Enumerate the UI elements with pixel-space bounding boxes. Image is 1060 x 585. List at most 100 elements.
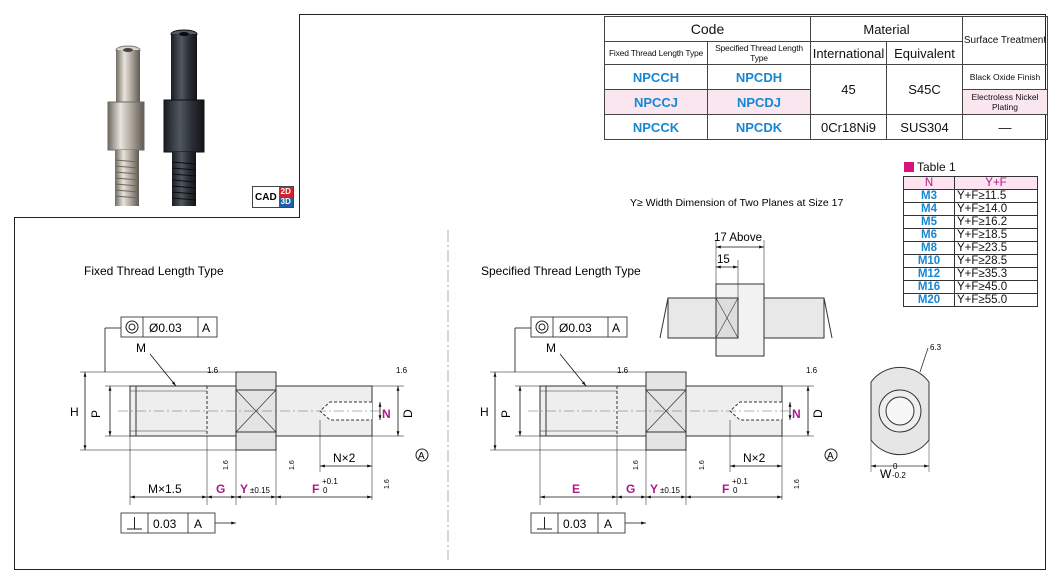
- concentricity-datum-left: A: [202, 321, 210, 335]
- code-npcdj: NPCDJ: [707, 89, 811, 115]
- dim-f-tol-top-left: +0.1: [322, 477, 338, 486]
- table1-header-n: N: [903, 176, 955, 190]
- table1-title-text: Table 1: [917, 160, 956, 174]
- datum-a-left: A: [418, 451, 425, 462]
- dim-f-tol-bot-left: 0: [323, 486, 328, 495]
- dim-p-left: P: [89, 410, 103, 418]
- fixed-pin-drawing: [118, 371, 384, 451]
- dim-mx15-left: M×1.5: [148, 482, 182, 496]
- table1-cell-n: M6: [903, 228, 955, 242]
- rough-right-1: 1.6: [617, 366, 629, 375]
- rough-left-3: 1.6: [223, 460, 230, 470]
- dim-y-right: Y: [650, 482, 658, 496]
- dim-p-right: P: [499, 410, 513, 418]
- right-title: Specified Thread Length Type: [481, 264, 641, 278]
- flats-detail-view: [659, 283, 833, 357]
- specified-pin-dimensions: [490, 327, 814, 525]
- cad-2d-label: 2D: [278, 187, 293, 197]
- dim-g-left: G: [216, 482, 225, 496]
- dim-y-left: Y: [240, 482, 248, 496]
- rough-left-5: 1.6: [384, 479, 391, 489]
- surface-black-oxide: Black Oxide Finish: [962, 64, 1048, 90]
- dim-17-above: 17 Above: [714, 232, 762, 244]
- dim-m-left: M: [136, 341, 146, 355]
- end-view: [870, 347, 930, 472]
- perpendicularity-value-left: 0.03: [153, 517, 177, 531]
- product-photo: [107, 29, 205, 206]
- dim-w-tol-top: 0: [893, 462, 898, 471]
- code-npccj: NPCCJ: [604, 89, 708, 115]
- dim-f-left: F: [312, 482, 319, 496]
- rough-left-1: 1.6: [207, 366, 219, 375]
- table1-cell-n: M20: [903, 293, 955, 307]
- cad-badge[interactable]: CAD 2D 3D: [252, 186, 294, 208]
- left-title: Fixed Thread Length Type: [84, 264, 224, 278]
- datum-a-marker-right: [824, 448, 838, 462]
- table1-cell-yf: Y+F≥55.0: [954, 293, 1038, 307]
- code-npcch: NPCCH: [604, 64, 708, 90]
- dim-n-left: N: [382, 407, 391, 421]
- dim-15: 15: [717, 254, 730, 266]
- perpendicularity-frame-left: 0.03 A: [120, 512, 216, 534]
- concentricity-value-right: Ø0.03: [559, 321, 592, 335]
- dim-m-right: M: [546, 341, 556, 355]
- equivalent-header: Equivalent: [886, 41, 963, 65]
- rough-left-2: 1.6: [396, 366, 408, 375]
- material-equivalent-stainless: SUS304: [886, 114, 963, 140]
- rough-left-4: 1.6: [289, 460, 296, 470]
- cad-label: CAD: [255, 191, 277, 203]
- drawing-frame: [14, 14, 1046, 570]
- rough-right-5: 1.6: [794, 479, 801, 489]
- dim-n-right: N: [792, 407, 801, 421]
- table1-cell-n: M4: [903, 202, 955, 216]
- product-photo-panel: [14, 14, 300, 218]
- code-npcdk: NPCDK: [707, 114, 811, 140]
- dim-f-tol-bot-right: 0: [733, 486, 738, 495]
- international-header: International: [810, 41, 887, 65]
- concentricity-value-left: Ø0.03: [149, 321, 182, 335]
- dim-y-tol-right: ±0.15: [660, 486, 681, 495]
- surface-none: —: [962, 114, 1048, 140]
- specified-type-header: Specified Thread Length Type: [707, 41, 811, 65]
- dim-d-right: D: [811, 409, 825, 418]
- dim-nx2-right: N×2: [743, 451, 766, 465]
- dim-w: W: [880, 467, 892, 481]
- perpendicularity-datum-right: A: [604, 517, 612, 531]
- perpendicularity-frame-right: 0.03 A: [530, 512, 626, 534]
- perpendicularity-datum-left: A: [194, 517, 202, 531]
- dim-y-tol-left: ±0.15: [250, 486, 271, 495]
- dim-w-tol-bot: -0.2: [892, 471, 906, 480]
- dim-d-left: D: [401, 409, 415, 418]
- datum-a-right: A: [827, 451, 834, 462]
- table1-marker-icon: [904, 162, 914, 172]
- table1-cell-yf: Y+F≥23.5: [954, 241, 1038, 255]
- dim-h-left: H: [70, 405, 79, 419]
- dim-f-right: F: [722, 482, 729, 496]
- dim-f-tol-top-right: +0.1: [732, 477, 748, 486]
- flats-detail-dims: [715, 240, 765, 298]
- rough-right-4: 1.6: [699, 460, 706, 470]
- concentricity-datum-right: A: [612, 321, 620, 335]
- dim-h-right: H: [480, 405, 489, 419]
- dim-e-right: E: [572, 482, 580, 496]
- perpendicularity-value-right: 0.03: [563, 517, 587, 531]
- specified-pin-drawing: [528, 371, 794, 451]
- specification-table: Code Material Surface Treatment Fixed Th…: [604, 16, 1048, 140]
- datum-a-marker-left: [415, 448, 429, 462]
- concentricity-frame-left: Ø0.03 A: [120, 316, 218, 338]
- concentricity-frame-right: Ø0.03 A: [530, 316, 628, 338]
- surface-nickel-plating: Electroless Nickel Plating: [962, 89, 1048, 115]
- table1-title: Table 1: [904, 160, 956, 174]
- rough-63: 6.3: [930, 343, 942, 352]
- code-npcdh: NPCDH: [707, 64, 811, 90]
- width-note: Y≥ Width Dimension of Two Planes at Size…: [630, 197, 843, 209]
- surface-treatment-header: Surface Treatment: [962, 16, 1048, 65]
- material-international-stainless: 0Cr18Ni9: [810, 114, 887, 140]
- code-header: Code: [604, 16, 811, 42]
- rough-right-3: 1.6: [633, 460, 640, 470]
- dim-g-right: G: [626, 482, 635, 496]
